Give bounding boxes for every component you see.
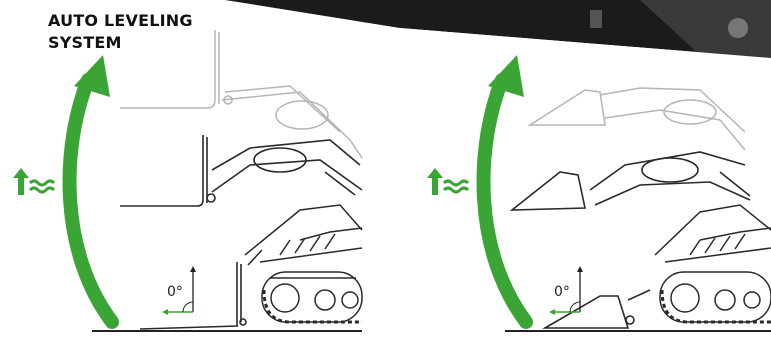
title-line-1: AUTO LEVELING	[48, 10, 193, 32]
mid-bucket-arm	[512, 152, 750, 210]
faded-raised-bucket	[530, 88, 745, 150]
angle-label-right: 0°	[554, 284, 570, 300]
angle-label-left: 0°	[167, 284, 183, 300]
track-left	[264, 290, 362, 322]
raise-arrow-icon	[70, 55, 112, 322]
raise-arrow-icon-right	[484, 55, 526, 322]
machine-body-left	[245, 205, 362, 322]
photo-banner	[225, 0, 771, 66]
lift-motion-icon-right	[427, 168, 468, 195]
section-title: AUTO LEVELING SYSTEM	[48, 10, 193, 54]
title-line-2: SYSTEM	[48, 32, 193, 54]
lift-motion-icon	[13, 168, 54, 195]
machine-body-right	[655, 205, 771, 322]
mid-forks-arm	[120, 135, 362, 206]
